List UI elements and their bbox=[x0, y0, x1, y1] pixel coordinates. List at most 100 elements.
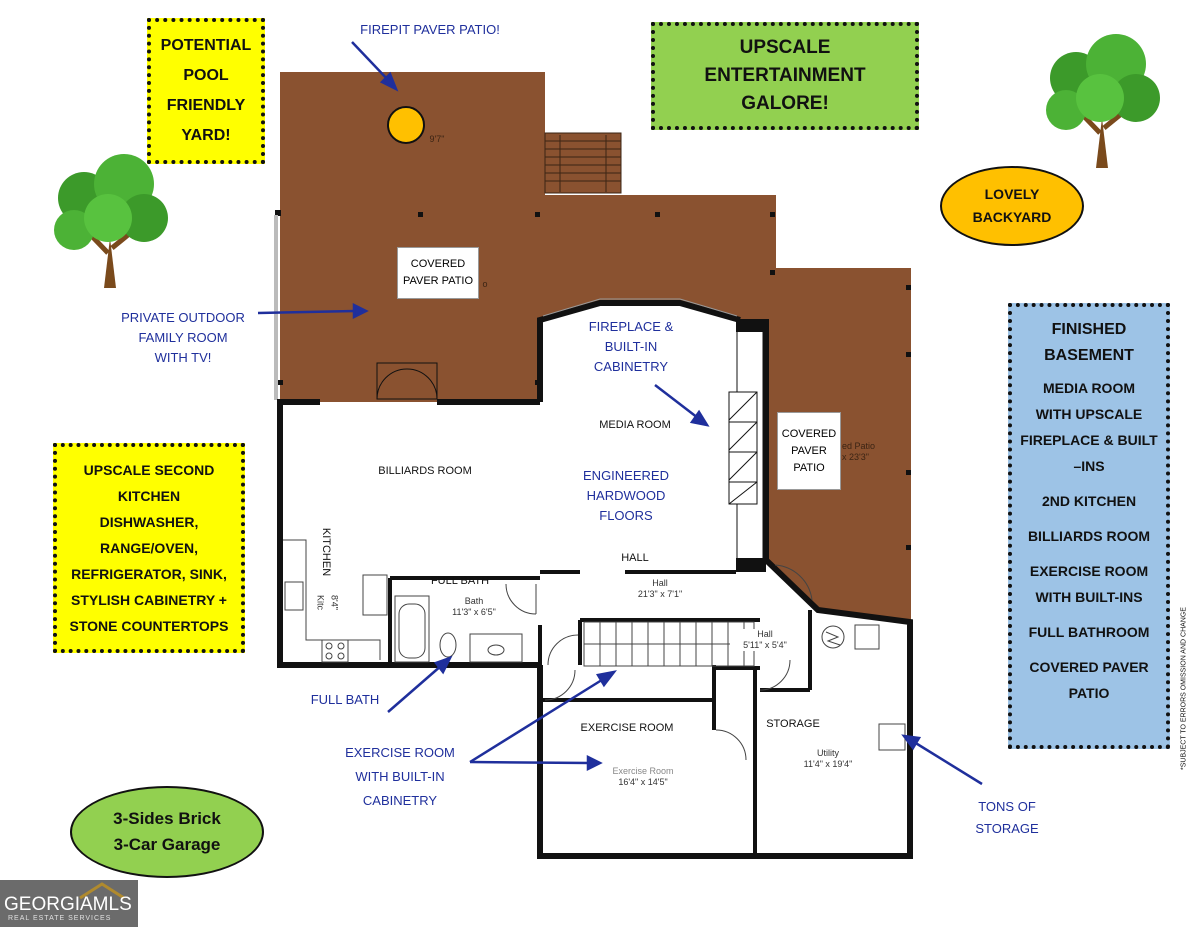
hall2-label-text: Hall bbox=[757, 629, 773, 639]
entertainment-line-3: GALORE! bbox=[741, 93, 829, 114]
utility-dim-text: 11'4" x 19'4" bbox=[803, 759, 853, 769]
kitchen-line-3: DISHWASHER, bbox=[99, 514, 199, 530]
hall-caps-label: HALL bbox=[621, 552, 649, 564]
entertainment-callout: UPSCALE ENTERTAINMENT GALORE! bbox=[651, 22, 919, 130]
basement-item-7: EXERCISE ROOM bbox=[1029, 563, 1149, 579]
family-room-line-3: WITH TV! bbox=[154, 350, 212, 365]
kitc-dim: 8'4" bbox=[329, 583, 340, 623]
floors-line-2: HARDWOOD bbox=[586, 488, 666, 503]
basement-item-8: WITH BUILT-INS bbox=[1035, 589, 1143, 605]
backyard-callout: LOVELY BACKYARD bbox=[940, 166, 1084, 246]
fireplace-line-1: FIREPLACE & bbox=[588, 319, 674, 334]
fireplace-annotation: FIREPLACE & BUILT-IN CABINETRY bbox=[576, 317, 686, 377]
logo-brand: GEORGIAMLS bbox=[4, 894, 132, 915]
stairs bbox=[583, 621, 755, 667]
kitchen-line-6: STYLISH CABINETRY + bbox=[71, 592, 227, 608]
exercise-line-3: CABINETRY bbox=[362, 793, 438, 808]
hall-dim-text: 21'3" x 7'1" bbox=[637, 589, 683, 599]
patio-right-ghost-1: ed Patio bbox=[842, 441, 876, 451]
hall-label: Hall 21'3" x 7'1" bbox=[620, 578, 700, 600]
annotation-arrows bbox=[257, 41, 983, 786]
disclaimer: *SUBJECT TO ERRORS OMISSION AND CHANGE bbox=[1180, 607, 1188, 770]
basement-item-5: 2ND KITCHEN bbox=[1041, 493, 1137, 509]
basement-title-2: BASEMENT bbox=[1044, 347, 1134, 364]
hall2-label: Hall 5'11" x 5'4" bbox=[730, 629, 800, 651]
tree-icon bbox=[54, 154, 168, 288]
covered-patio-top-label: COVERED PAVER PATIO bbox=[397, 247, 479, 299]
basement-item-10: COVERED PAVER bbox=[1029, 659, 1149, 675]
firepit-dim: 9'7" bbox=[429, 134, 445, 144]
full-bath-annotation: FULL BATH bbox=[310, 692, 380, 707]
exercise-room-label: EXERCISE ROOM bbox=[580, 722, 674, 734]
family-room-line-2: FAMILY ROOM bbox=[138, 330, 228, 345]
pool-line-4: YARD! bbox=[181, 127, 231, 144]
family-room-line-1: PRIVATE OUTDOOR bbox=[121, 310, 245, 325]
exercise-annotation: EXERCISE ROOM WITH BUILT-IN CABINETRY bbox=[330, 741, 470, 813]
basement-item-6: BILLIARDS ROOM bbox=[1027, 528, 1151, 544]
patio-ghost-fragment: o bbox=[482, 279, 488, 289]
fireplace-line-3: CABINETRY bbox=[593, 359, 669, 374]
covered-patio-right-line-2: PAVER bbox=[791, 444, 827, 457]
bath-dim-text: 11'3" x 6'5" bbox=[452, 607, 496, 617]
hall-label-text: Hall bbox=[652, 578, 668, 588]
kitc-dim-text: 8'4" bbox=[329, 595, 340, 610]
exercise-dim: Exercise Room 16'4" x 14'5" bbox=[598, 766, 688, 788]
basement-item-3: FIREPLACE & BUILT bbox=[1020, 432, 1158, 448]
kitc-label-text: Kitc bbox=[315, 594, 326, 610]
utility-label: Utility 11'4" x 19'4" bbox=[788, 748, 868, 770]
fireplace-built-ins bbox=[728, 329, 764, 561]
patio-doors bbox=[376, 362, 438, 400]
basement-item-4: –INS bbox=[1073, 458, 1105, 474]
basement-title-1: FINISHED bbox=[1051, 321, 1127, 338]
floors-line-3: FLOORS bbox=[599, 508, 653, 523]
kitchen-label: KITCHEN bbox=[320, 527, 332, 577]
hall2-dim-text: 5'11" x 5'4" bbox=[743, 640, 787, 650]
firepit bbox=[387, 106, 425, 144]
patio-right-ghost-2: x 23'3" bbox=[842, 452, 869, 462]
storage-line-1: TONS OF bbox=[978, 799, 1036, 814]
fireplace-line-2: BUILT-IN bbox=[604, 339, 658, 354]
billiards-room-label: BILLIARDS ROOM bbox=[378, 465, 472, 477]
deck-areas bbox=[280, 72, 911, 620]
floors-line-1: ENGINEERED bbox=[583, 468, 669, 483]
kitchen-line-7: STONE COUNTERTOPS bbox=[69, 618, 229, 634]
entertainment-line-2: ENTERTAINMENT bbox=[704, 65, 866, 86]
exercise-ghost-text: Exercise Room bbox=[612, 766, 674, 776]
kitchen-line-1: UPSCALE SECOND bbox=[83, 462, 215, 478]
kitchen-line-2: KITCHEN bbox=[117, 488, 181, 504]
covered-patio-right-line-3: PATIO bbox=[793, 461, 825, 474]
basement-callout: FINISHED BASEMENT MEDIA ROOM WITH UPSCAL… bbox=[1008, 303, 1170, 749]
covered-patio-right-line-1: COVERED bbox=[781, 427, 837, 440]
firepit-annotation: FIREPIT PAVER PATIO! bbox=[360, 22, 500, 37]
kitchen-line-5: REFRIGERATOR, SINK, bbox=[71, 566, 227, 582]
georgia-mls-logo: GEORGIAMLS REAL ESTATE SERVICES bbox=[0, 880, 138, 927]
full-bath-room-label: FULL BATH bbox=[430, 575, 490, 587]
exercise-line-2: WITH BUILT-IN bbox=[355, 769, 445, 784]
backyard-line-1: LOVELY bbox=[984, 186, 1040, 202]
storage-line-2: STORAGE bbox=[975, 821, 1039, 836]
pool-callout: POTENTIAL POOL FRIENDLY YARD! bbox=[147, 18, 265, 164]
bath-fixtures bbox=[394, 583, 537, 663]
storage-room-label: STORAGE bbox=[766, 718, 820, 730]
exercise-dim-text: 16'4" x 14'5" bbox=[618, 777, 668, 787]
storage-annotation: TONS OF STORAGE bbox=[962, 796, 1052, 840]
garage-line-1: 3-Sides Brick bbox=[113, 809, 221, 828]
covered-patio-right-label: COVERED PAVER PATIO bbox=[777, 412, 841, 490]
patio-right-ghost: ed Patio x 23'3" bbox=[842, 441, 902, 463]
kitchen-counters bbox=[283, 539, 388, 663]
kitchen-line-4: RANGE/OVEN, bbox=[99, 540, 198, 556]
logo-tagline: REAL ESTATE SERVICES bbox=[8, 915, 112, 922]
pool-line-3: FRIENDLY bbox=[166, 97, 246, 114]
backyard-line-2: BACKYARD bbox=[972, 209, 1052, 225]
media-room-label: MEDIA ROOM bbox=[599, 419, 671, 431]
kitchen-callout: UPSCALE SECOND KITCHEN DISHWASHER, RANGE… bbox=[53, 443, 245, 653]
garage-callout: 3-Sides Brick 3-Car Garage bbox=[70, 786, 264, 878]
basement-item-11: PATIO bbox=[1068, 685, 1110, 701]
roof-icon bbox=[79, 882, 125, 900]
garage-line-2: 3-Car Garage bbox=[113, 835, 221, 854]
basement-item-1: MEDIA ROOM bbox=[1042, 380, 1136, 396]
covered-patio-top-line-2: PAVER PATIO bbox=[402, 275, 474, 287]
bath-label: Bath 11'3" x 6'5" bbox=[436, 596, 512, 618]
utility-label-text: Utility bbox=[817, 748, 839, 758]
